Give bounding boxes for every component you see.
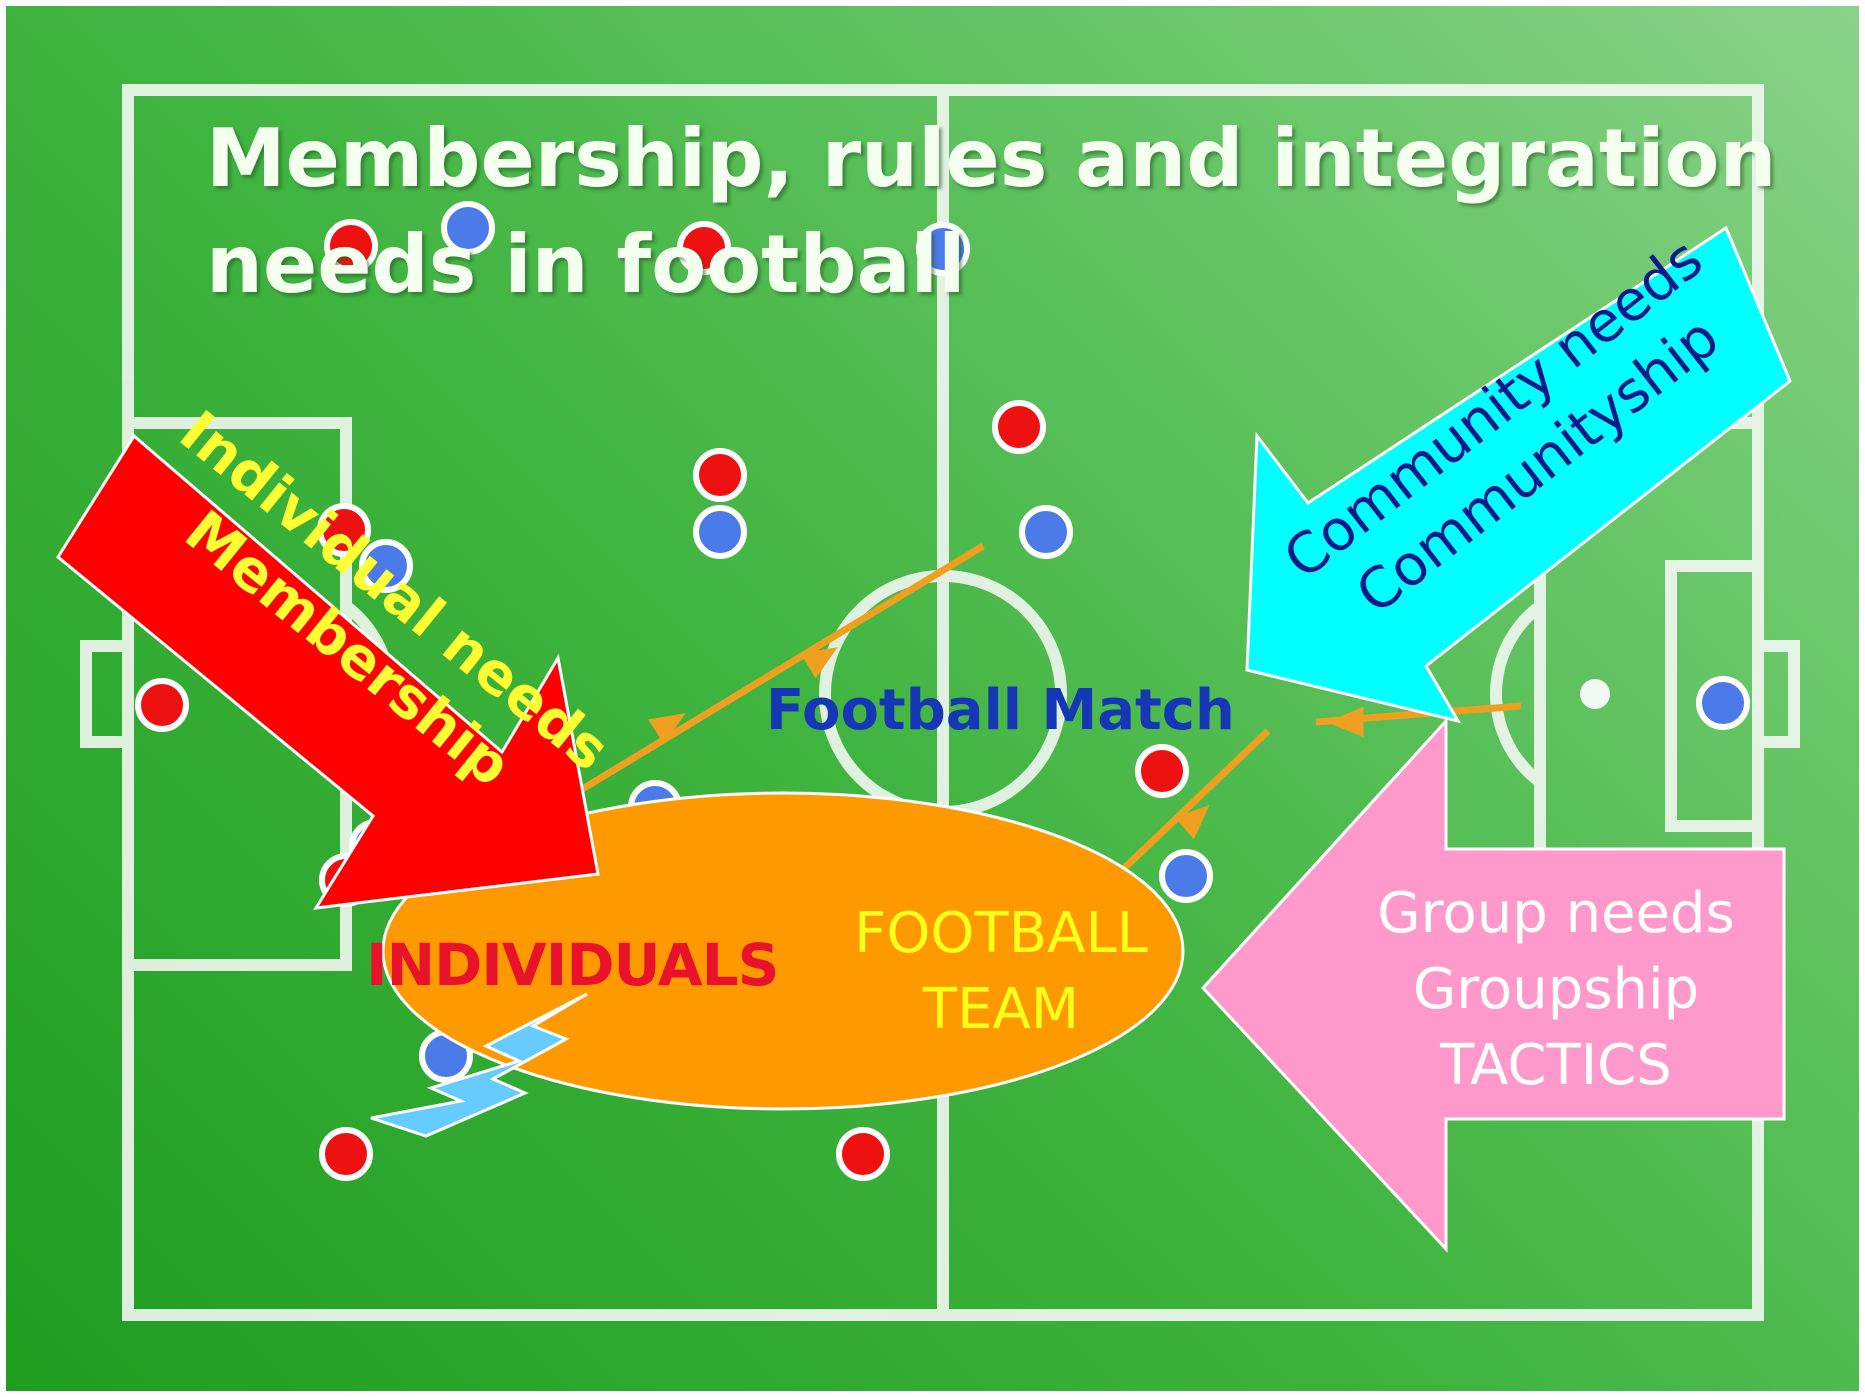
red-player	[317, 503, 371, 557]
individuals-label: INDIVIDUALS	[366, 931, 779, 999]
blue-player	[359, 539, 413, 593]
football-match-label: Football Match	[766, 678, 1235, 743]
players	[135, 201, 1750, 1181]
title-line-2: needs in football	[206, 218, 966, 311]
blue-player	[1696, 676, 1750, 730]
football-team-label: FOOTBALL TEAM	[816, 896, 1186, 1048]
group-needs-line-1: Group needs	[1377, 881, 1735, 946]
group-needs-label: Group needs Groupship TACTICS	[1336, 876, 1776, 1104]
pitch-lines	[80, 84, 1800, 1321]
red-player	[135, 678, 189, 732]
right-penalty-spot	[1580, 679, 1610, 709]
red-player	[324, 219, 378, 273]
blue-player	[1019, 505, 1073, 559]
pass-arrowhead	[1326, 706, 1364, 738]
pass-arrowhead	[800, 647, 838, 679]
right-goal	[1752, 640, 1800, 748]
diagram-canvas	[56, 84, 1800, 1321]
team-line-2: TEAM	[922, 977, 1080, 1042]
red-player	[319, 1127, 373, 1181]
football-pitch-background: Membership, rules and integration needs …	[6, 6, 1859, 1391]
individual-needs-arrow	[56, 433, 600, 910]
lightning-bolt-icon	[370, 992, 588, 1138]
pass-lines	[569, 543, 1522, 879]
blue-player	[693, 505, 747, 559]
blue-player	[1159, 849, 1213, 903]
page-title: Membership, rules and integration needs …	[206, 106, 1777, 318]
pass-line	[1113, 728, 1271, 879]
blue-player	[441, 201, 495, 255]
red-player	[677, 221, 731, 275]
group-needs-line-3: TACTICS	[1440, 1033, 1672, 1098]
right-penalty-arc	[1490, 601, 1544, 787]
blue-player	[916, 222, 970, 276]
red-player	[992, 400, 1046, 454]
red-player	[836, 1127, 890, 1181]
team-line-1: FOOTBALL	[854, 901, 1148, 966]
pass-arrowhead	[1175, 804, 1210, 840]
community-needs-arrow	[1245, 225, 1792, 724]
title-line-1: Membership, rules and integration	[206, 112, 1777, 205]
red-player	[1135, 744, 1189, 798]
red-player	[693, 448, 747, 502]
group-needs-arrow	[1200, 717, 1786, 1253]
left-goal	[80, 640, 134, 748]
pass-arrowhead	[648, 713, 686, 745]
pass-line	[569, 543, 985, 799]
group-needs-line-2: Groupship	[1412, 957, 1700, 1022]
